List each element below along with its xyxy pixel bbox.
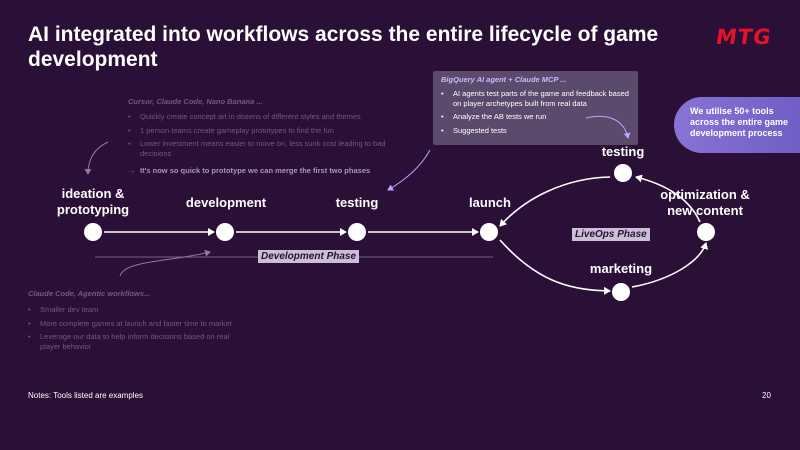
dev-tools-heading: Claude Code, Agentic workflows... <box>28 289 151 298</box>
list-item: Smaller dev team <box>28 305 238 315</box>
pointer-ideation-tools <box>84 141 109 175</box>
node-ideation <box>84 223 102 241</box>
page-number: 20 <box>762 391 771 400</box>
list-item: Analyze the AB tests we run <box>441 112 630 122</box>
list-item: Leverage our data to help inform decisio… <box>28 332 238 351</box>
page-title: AI integrated into workflows across the … <box>28 23 659 71</box>
node-marketing <box>612 283 630 301</box>
stage-label-ideation: ideation & prototyping <box>56 186 130 217</box>
ideation-note: →It's now so quick to prototype we can m… <box>128 166 371 175</box>
tools-pill: We utilise 50+ tools across the entire g… <box>674 97 800 153</box>
list-item: Suggested tests <box>441 126 630 136</box>
stage-label-testing: testing <box>335 195 379 210</box>
node-testing <box>348 223 366 241</box>
list-item: Lower investment means easier to move on… <box>128 139 398 158</box>
arrow-marketing-to-optimization <box>631 242 708 288</box>
bigquery-list: AI agents test parts of the game and fee… <box>441 89 630 135</box>
pointer-bigquery-testing <box>387 149 431 191</box>
stage-label-marketing: marketing <box>589 261 653 276</box>
bigquery-box: BigQuery AI agent + Claude MCP ... AI ag… <box>433 71 638 145</box>
node-development <box>216 223 234 241</box>
arrow-testing-to-launch-loop <box>499 176 611 227</box>
stage-label-optimization: optimization & new content <box>660 187 750 218</box>
list-item: 1 person teams create gameplay prototype… <box>128 126 398 136</box>
list-item: More complete games at launch and faster… <box>28 319 238 329</box>
node-optimization <box>697 223 715 241</box>
arrow-optimization-to-testing <box>635 174 701 223</box>
stage-label-development: development <box>185 195 267 210</box>
node-liveops-testing <box>614 164 632 182</box>
ideation-tools-heading: Cursor, Claude Code, Nano Banana ... <box>128 97 263 106</box>
arrow-launch-to-marketing <box>499 239 611 295</box>
pointer-dev-tools <box>119 249 211 277</box>
liveops-phase-label: LiveOps Phase <box>572 228 650 241</box>
pointer-bigquery-liveops-testing <box>585 115 631 139</box>
bigquery-heading: BigQuery AI agent + Claude MCP ... <box>441 75 567 84</box>
node-launch <box>480 223 498 241</box>
ideation-tools-list: Quickly create concept art in dozens of … <box>128 112 398 162</box>
stage-label-liveops-testing: testing <box>601 144 645 159</box>
arrow-right-icon: → <box>128 166 136 175</box>
dev-tools-list: Smaller dev team More complete games at … <box>28 305 238 355</box>
stage-label-launch: launch <box>469 195 511 210</box>
development-phase-label: Development Phase <box>258 250 360 263</box>
list-item: AI agents test parts of the game and fee… <box>441 89 630 108</box>
footnote: Notes: Tools listed are examples <box>28 391 144 400</box>
list-item: Quickly create concept art in dozens of … <box>128 112 398 122</box>
